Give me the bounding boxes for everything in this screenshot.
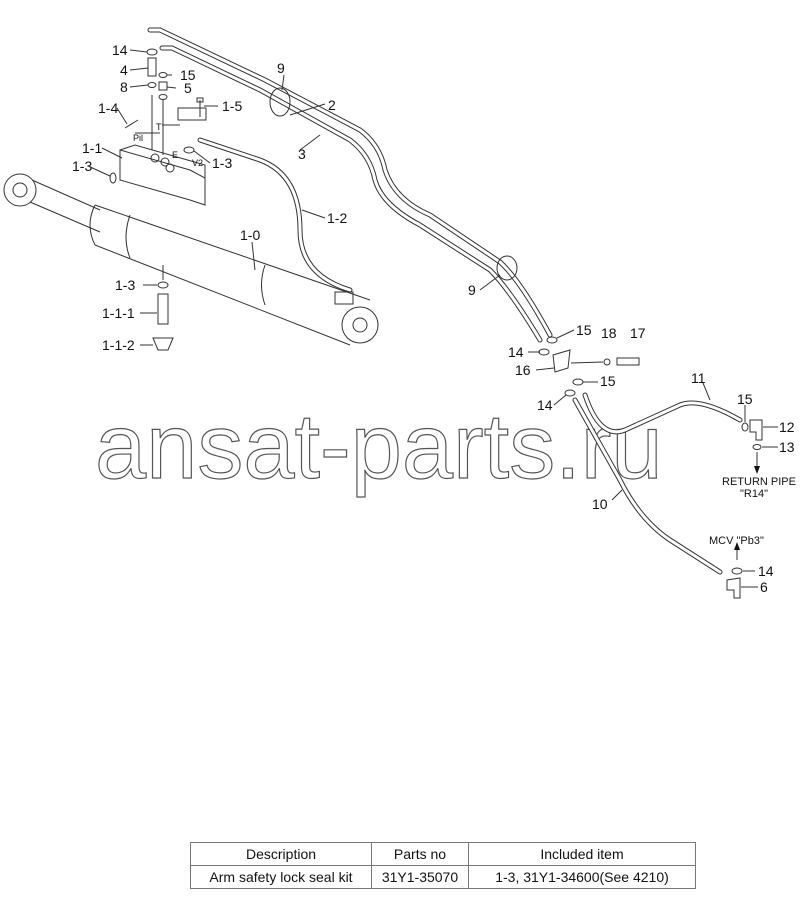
return-pipe-port: "R14" <box>740 488 768 500</box>
table-header-row: Description Parts no Included item <box>190 842 696 866</box>
callout-18: 18 <box>601 325 617 341</box>
callout-1-1-1: 1-1-1 <box>102 305 135 321</box>
callout-13: 13 <box>779 439 795 455</box>
callout-6: 6 <box>760 579 768 595</box>
callout-16: 16 <box>515 362 531 378</box>
callout-1-1: 1-1 <box>82 140 102 156</box>
callout-1-5: 1-5 <box>222 98 242 114</box>
cell-parts-no: 31Y1-35070 <box>371 865 469 889</box>
cell-description: Arm safety lock seal kit <box>190 865 372 889</box>
callout-11: 11 <box>691 370 706 386</box>
callout-14: 14 <box>758 563 774 579</box>
pipe-1-2 <box>197 137 353 293</box>
small-parts <box>109 48 763 599</box>
leader-lines <box>87 49 778 588</box>
callout-1-3: 1-3 <box>115 277 135 293</box>
mcv-note: MCV "Pb3" <box>709 535 764 547</box>
callout-2: 2 <box>328 97 336 113</box>
callout-3: 3 <box>298 146 306 162</box>
callout-15: 15 <box>576 322 592 338</box>
callout-9: 9 <box>468 282 476 298</box>
cell-included-item: 1-3, 31Y1-34600(See 4210) <box>468 865 696 889</box>
callout-1-4: 1-4 <box>98 100 118 116</box>
port-mark-e: E <box>172 150 178 160</box>
seal-kit-table: Description Parts no Included item Arm s… <box>190 842 696 889</box>
arm-cylinder <box>3 173 379 346</box>
safety-valve-block <box>119 95 207 280</box>
callout-15: 15 <box>180 67 196 83</box>
callout-1-3: 1-3 <box>212 155 232 171</box>
callout-14: 14 <box>508 344 524 360</box>
callout-10: 10 <box>592 496 608 512</box>
table-row: Arm safety lock seal kit 31Y1-35070 1-3,… <box>190 865 696 889</box>
pipe-10 <box>572 397 723 575</box>
callout-1-3: 1-3 <box>72 158 92 174</box>
port-mark-t: T <box>156 122 162 132</box>
callout-14: 14 <box>112 42 128 58</box>
callout-5: 5 <box>184 80 192 96</box>
return-pipe-note: RETURN PIPE <box>722 476 796 488</box>
callout-12: 12 <box>779 419 795 435</box>
header-included-item: Included item <box>468 842 696 866</box>
port-mark-v2: V2 <box>192 158 203 168</box>
header-description: Description <box>190 842 372 866</box>
port-mark-pil: Pil <box>133 133 143 143</box>
callout-1-0: 1-0 <box>240 227 260 243</box>
callout-15: 15 <box>737 391 753 407</box>
callout-17: 17 <box>630 325 646 341</box>
callout-9: 9 <box>277 60 285 76</box>
watermark: ansat-parts.ru <box>95 396 663 498</box>
pipe-11 <box>582 392 743 435</box>
callout-15: 15 <box>600 373 616 389</box>
callout-1-2: 1-2 <box>327 210 347 226</box>
header-parts-no: Parts no <box>371 842 469 866</box>
pipe-2-3 <box>147 27 553 343</box>
callout-4: 4 <box>120 62 128 78</box>
callout-14: 14 <box>537 397 553 413</box>
callouts: 14 4 15 8 5 1-5 1-4 9 2 3 1-1 1-3 1-3 1-… <box>72 42 796 595</box>
callout-8: 8 <box>120 79 128 95</box>
callout-1-1-2: 1-1-2 <box>102 337 135 353</box>
